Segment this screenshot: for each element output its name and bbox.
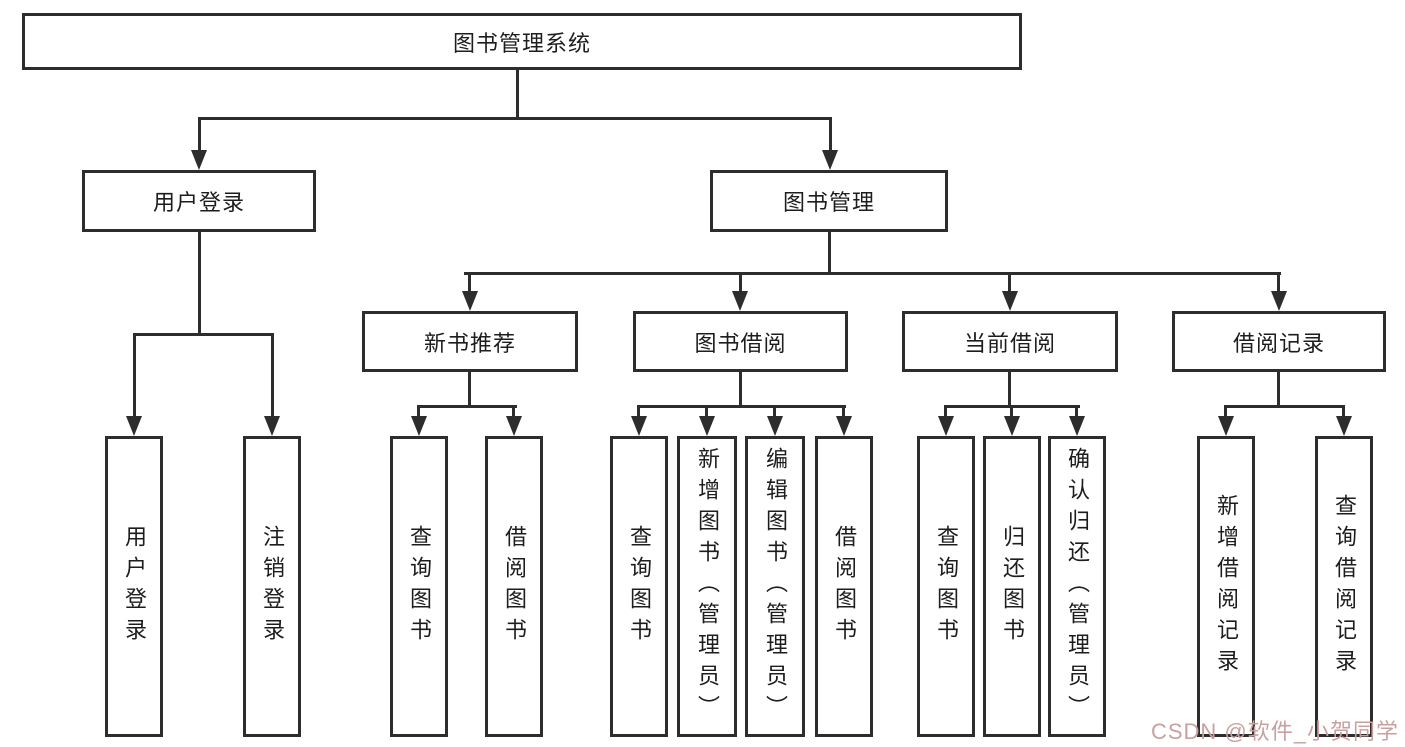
node-label: 借阅图书 <box>502 524 527 649</box>
arrow-down-icon <box>1069 416 1085 436</box>
node-label: 确认归还（管理员） <box>1065 447 1090 726</box>
arrow-down-icon <box>1002 291 1018 311</box>
node-label: 查询借阅记录 <box>1332 493 1357 680</box>
node-label: 新增图书（管理员） <box>695 447 720 726</box>
connector-line <box>637 405 846 408</box>
node-label: 借阅图书 <box>832 524 857 649</box>
node-label: 新书推荐 <box>423 330 516 356</box>
leaf-return-books: 归还图书 <box>983 436 1041 737</box>
connector-line <box>271 333 274 418</box>
connector-line <box>198 117 832 120</box>
csdn-watermark: CSDN @软件_小贺同学 <box>1150 719 1399 744</box>
arrow-down-icon <box>1271 291 1287 311</box>
leaf-user-login: 用户登录 <box>105 436 163 737</box>
node-label: 查询图书 <box>934 524 959 649</box>
connector-line <box>739 272 742 293</box>
node-label: 归还图书 <box>1000 524 1025 649</box>
node-label: 注销登录 <box>260 524 285 649</box>
node-label: 查询图书 <box>627 524 652 649</box>
arrow-down-icon <box>631 416 647 436</box>
arrow-down-icon <box>506 416 522 436</box>
connector-line <box>1277 272 1280 293</box>
arrow-down-icon <box>822 150 838 170</box>
connector-line <box>829 117 832 153</box>
leaf-borrow-books-borrow: 借阅图书 <box>815 436 873 737</box>
connector-line <box>1277 372 1280 408</box>
arrow-down-icon <box>938 416 954 436</box>
connector-line <box>842 405 845 419</box>
arrow-down-icon <box>1004 416 1020 436</box>
connector-line <box>944 405 947 419</box>
node-current-borrow: 当前借阅 <box>902 311 1118 372</box>
node-label: 图书管理系统 <box>452 30 591 56</box>
connector-line <box>512 405 515 419</box>
connector-line <box>739 372 742 408</box>
connector-line <box>516 70 519 118</box>
leaf-query-books-recommend: 查询图书 <box>390 436 448 737</box>
arrow-down-icon <box>836 416 852 436</box>
node-user-login: 用户登录 <box>82 170 316 232</box>
node-label: 用户登录 <box>122 524 147 649</box>
node-label: 图书管理 <box>782 190 875 215</box>
connector-line <box>417 405 517 408</box>
arrow-down-icon <box>264 416 280 436</box>
leaf-add-books-admin: 新增图书（管理员） <box>677 436 737 737</box>
connector-line <box>417 405 420 419</box>
connector-line <box>1224 405 1227 419</box>
arrow-down-icon <box>191 150 207 170</box>
leaf-add-borrow-record: 新增借阅记录 <box>1197 436 1255 737</box>
leaf-confirm-return-admin: 确认归还（管理员） <box>1048 436 1106 737</box>
connector-line <box>637 405 640 419</box>
connector-line <box>1224 405 1345 408</box>
node-library-system: 图书管理系统 <box>22 13 1022 70</box>
node-label: 借阅记录 <box>1232 330 1325 356</box>
node-label: 图书借阅 <box>694 330 787 356</box>
node-book-borrow: 图书借阅 <box>633 311 848 372</box>
connector-line <box>1008 372 1011 408</box>
node-label: 查询图书 <box>407 524 432 649</box>
connector-line <box>1008 272 1011 293</box>
node-label: 编辑图书（管理员） <box>763 447 788 726</box>
connector-line <box>1010 405 1013 419</box>
leaf-query-books-current: 查询图书 <box>917 436 975 737</box>
node-label: 新增借阅记录 <box>1214 493 1239 680</box>
connector-line <box>828 232 831 274</box>
arrow-down-icon <box>699 416 715 436</box>
arrow-down-icon <box>462 291 478 311</box>
arrow-down-icon <box>1218 416 1234 436</box>
leaf-logout: 注销登录 <box>243 436 301 737</box>
arrow-down-icon <box>1336 416 1352 436</box>
node-borrow-records: 借阅记录 <box>1172 311 1386 372</box>
connector-line <box>705 405 708 419</box>
connector-line <box>198 117 201 153</box>
connector-line <box>1342 405 1345 419</box>
leaf-borrow-books-recommend: 借阅图书 <box>485 436 543 737</box>
leaf-query-borrow-record: 查询借阅记录 <box>1315 436 1373 737</box>
arrow-down-icon <box>732 291 748 311</box>
node-new-book-recommend: 新书推荐 <box>362 311 578 372</box>
connector-line <box>1075 405 1078 419</box>
arrow-down-icon <box>411 416 427 436</box>
node-label: 当前借阅 <box>963 330 1056 356</box>
node-book-management: 图书管理 <box>710 170 948 232</box>
connector-line <box>468 372 471 408</box>
arrow-down-icon <box>126 416 142 436</box>
arrow-down-icon <box>767 416 783 436</box>
leaf-edit-books-admin: 编辑图书（管理员） <box>745 436 805 737</box>
connector-line <box>464 272 1281 275</box>
connector-line <box>198 232 201 335</box>
node-label: 用户登录 <box>152 190 245 215</box>
leaf-query-books-borrow: 查询图书 <box>610 436 668 737</box>
connector-line <box>133 333 274 336</box>
connector-line <box>133 333 136 418</box>
connector-line <box>468 272 471 293</box>
connector-line <box>773 405 776 419</box>
